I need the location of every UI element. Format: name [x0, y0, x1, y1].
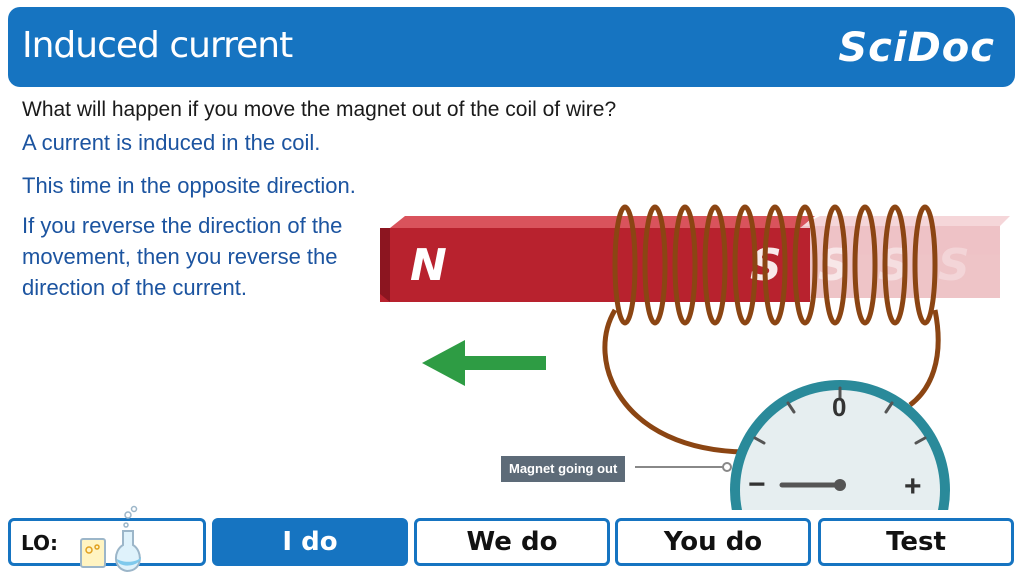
- meter-plus-label: +: [904, 470, 922, 503]
- bottom-nav: LO: I do We do You do Test: [0, 505, 1024, 576]
- lo-box: LO:: [8, 505, 206, 573]
- ghost-magnets: [800, 216, 1010, 298]
- tab-i-do[interactable]: I do: [212, 518, 408, 566]
- brand-logo: SciDoc: [838, 25, 995, 71]
- meter-minus-label: −: [748, 468, 766, 501]
- tag-leader-dot: [722, 462, 732, 472]
- coil-of-wire: [602, 204, 941, 455]
- ammeter: [730, 380, 950, 510]
- left-arrow-icon: [422, 340, 546, 386]
- question-text: What will happen if you move the magnet …: [22, 98, 617, 121]
- answer-line-3: If you reverse the direction of the move…: [22, 213, 343, 300]
- north-pole-label: N: [410, 240, 447, 291]
- page-title: Induced current: [22, 25, 293, 66]
- flask-icon: [80, 505, 141, 573]
- south-ghost-label-3: S: [938, 240, 970, 291]
- header-bar: Induced current SciDoc: [8, 7, 1015, 87]
- tab-test[interactable]: Test: [818, 518, 1014, 566]
- tab-you-do[interactable]: You do: [615, 518, 811, 566]
- answer-line-1: A current is induced in the coil.: [22, 130, 321, 155]
- magnet-going-out-tag: Magnet going out: [501, 456, 626, 482]
- lo-label: LO:: [21, 531, 59, 555]
- tab-we-do[interactable]: We do: [414, 518, 610, 566]
- coil-magnet-illustration: N S S S S 0 −: [380, 204, 1010, 510]
- meter-zero-label: 0: [832, 392, 846, 422]
- answer-line-2: This time in the opposite direction.: [22, 173, 356, 198]
